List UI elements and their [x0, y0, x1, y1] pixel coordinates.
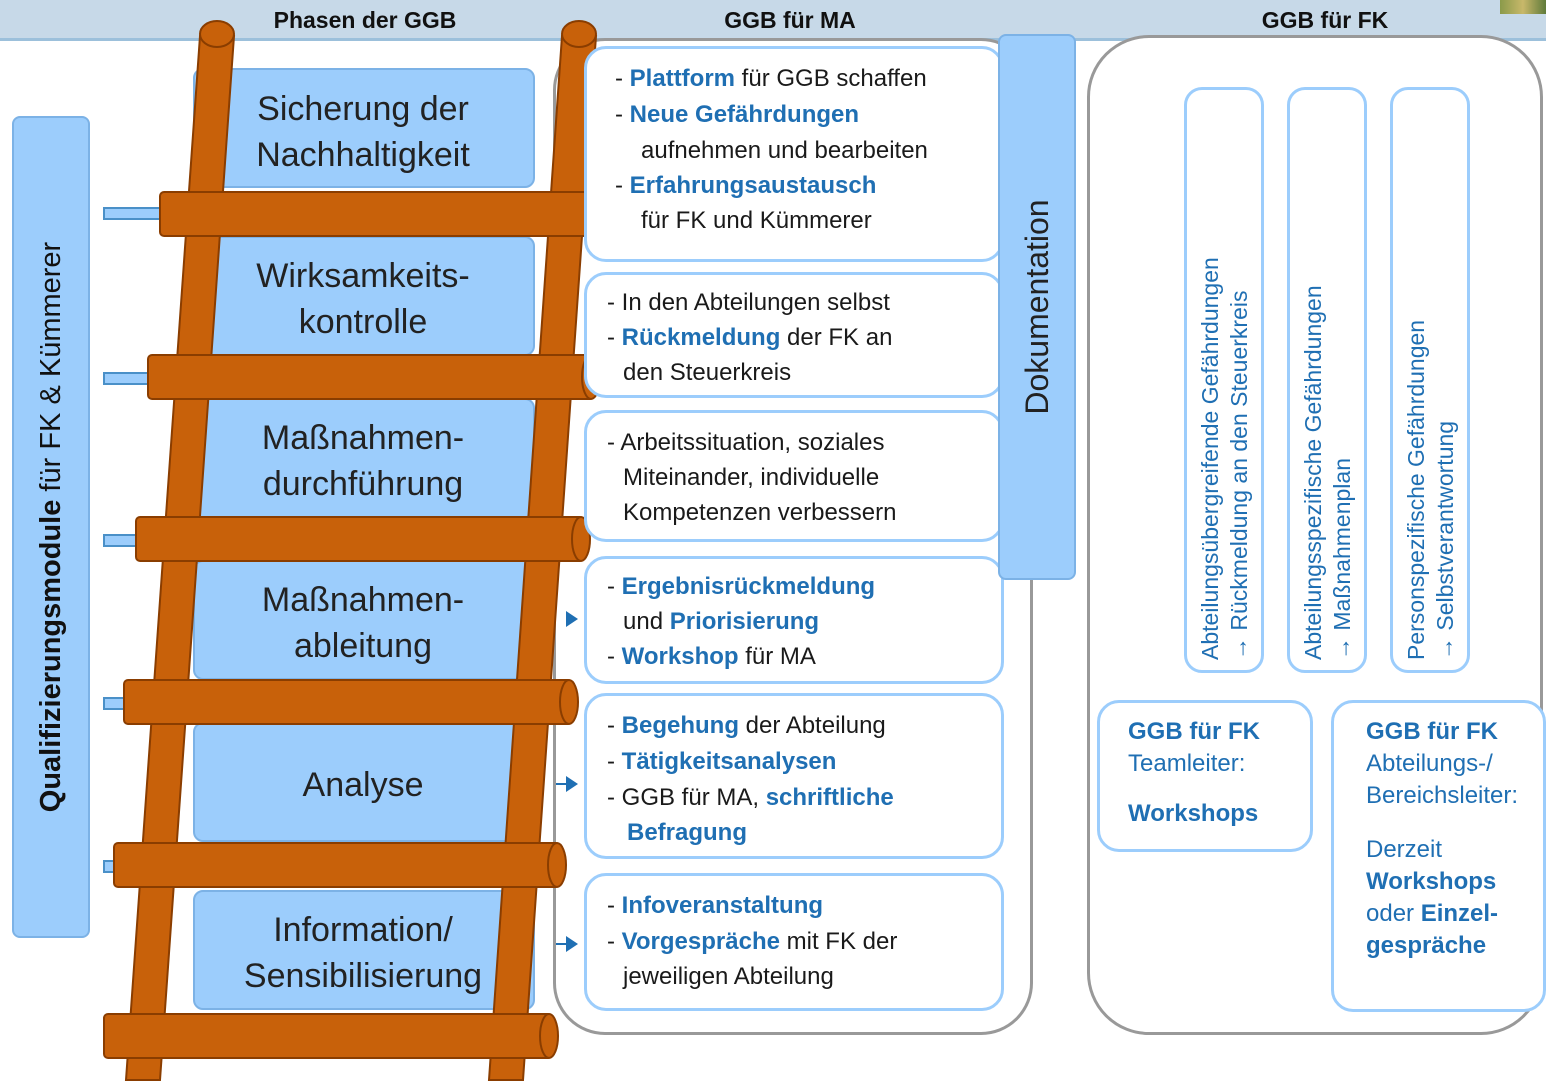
ladder-rung	[123, 679, 573, 725]
phase-box-analyse	[193, 722, 535, 842]
ladder-rung	[147, 354, 595, 400]
ladder-rail-right-end	[561, 20, 597, 48]
ma-box-wirksamkeit: - In den Abteilungen selbst - Rückmeldun…	[584, 272, 1004, 398]
ladder-rung	[113, 842, 561, 888]
phase-label: Maßnahmen-durchführung	[261, 419, 465, 503]
corner-photo	[1500, 0, 1546, 14]
phase-box-information	[193, 890, 535, 1010]
phase-label: Information/Sensibilisierung	[243, 911, 483, 995]
arrow-icon	[566, 776, 578, 792]
ma-box-analyse: - Begehung der Abteilung - Tätigkeitsana…	[584, 693, 1004, 859]
fk-column-text: Abteilungsübergreifende Gefährdungen→ Rü…	[1197, 257, 1252, 660]
arrow-icon	[566, 936, 578, 952]
phase-box-durchfuehrung	[193, 398, 535, 518]
ladder-rung	[135, 516, 585, 562]
phase-box-nachhaltigkeit	[193, 68, 535, 188]
ma-box-ableitung: - Ergebnisrückmeldung und Priorisierung …	[584, 556, 1004, 684]
fk-box-abteilungsleiter: GGB für FK Abteilungs-/ Bereichsleiter: …	[1331, 700, 1546, 1012]
ladder-rung-end	[559, 679, 579, 725]
header-fk: GGB für FK	[1261, 7, 1389, 33]
phase-label: Analyse	[302, 766, 424, 804]
fk-column-uebergreifend	[1184, 87, 1264, 673]
arrow-line	[556, 783, 568, 785]
fk-column-spezifisch	[1287, 87, 1367, 673]
ladder-rung-end	[547, 842, 567, 888]
ma-box-nachhaltigkeit: - Plattform für GGB schaffen - Neue Gefä…	[584, 46, 1004, 262]
ladder-rung	[159, 191, 607, 237]
fk-column-text: Abteilungsspezifische Gefährdungen→ Maßn…	[1300, 285, 1355, 660]
fk-column-person	[1390, 87, 1470, 673]
header-bar	[0, 0, 1546, 38]
ma-box-information: - Infoveranstaltung - Vorgespräche mit F…	[584, 873, 1004, 1011]
header-phases: Phasen der GGB	[273, 7, 457, 33]
arrow-line	[556, 943, 568, 945]
documentation-label: Dokumentation	[1019, 199, 1055, 415]
fk-box-teamleiter: GGB für FK Teamleiter: Workshops	[1097, 700, 1313, 852]
fk-column-text: Personspezifische Gefährdungen→ Selbstve…	[1403, 319, 1458, 660]
phase-label: Maßnahmen-ableitung	[261, 581, 465, 665]
documentation-bar	[998, 34, 1076, 580]
ladder-rung	[103, 1013, 553, 1059]
ma-box-durchfuehrung: - Arbeitssituation, soziales Miteinander…	[584, 410, 1004, 542]
arrow-icon	[566, 611, 578, 627]
header-ma: GGB für MA	[724, 7, 856, 33]
ladder-rail-left-end	[199, 20, 235, 48]
qualification-bar	[12, 116, 90, 938]
ladder-rung-end	[539, 1013, 559, 1059]
phase-label: Wirksamkeits-kontrolle	[256, 257, 470, 341]
